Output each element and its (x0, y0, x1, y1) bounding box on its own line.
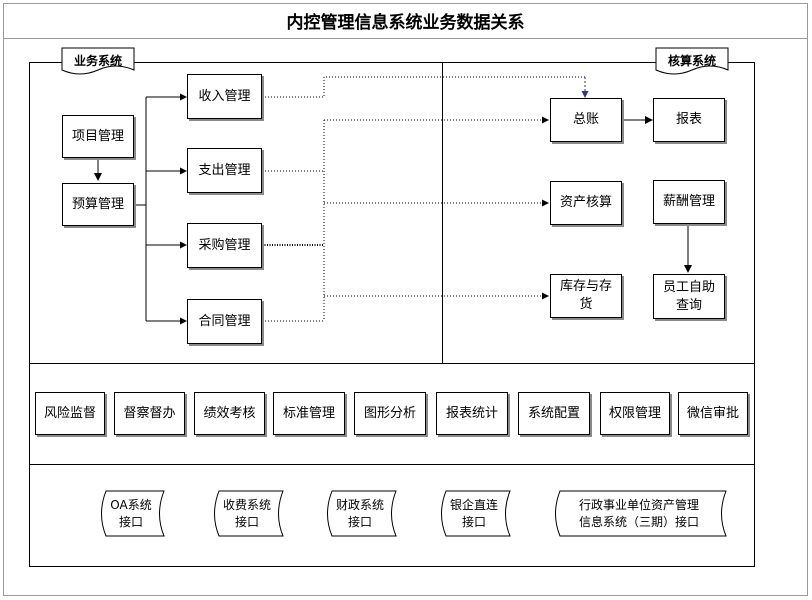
interface-oa[interactable]: OA系统 接口 (96, 490, 166, 538)
diagram-title: 内控管理信息系统业务数据关系 (3, 3, 808, 39)
function-risk-supervision[interactable]: 风险监督 (35, 392, 105, 435)
accounting-system-label: 核算系统 (667, 53, 716, 68)
interface-bank-shape (441, 490, 511, 537)
interface-fee-line2: 接口 (234, 515, 259, 529)
node-budget-management[interactable]: 预算管理 (62, 183, 134, 226)
node-self-service-line2: 查询 (675, 297, 702, 313)
function-system-config[interactable]: 系统配置 (518, 392, 590, 435)
function-performance-review[interactable]: 绩效考核 (194, 392, 265, 435)
function-permission-management[interactable]: 权限管理 (600, 392, 670, 435)
node-report[interactable]: 报表 (653, 98, 725, 142)
node-income-management[interactable]: 收入管理 (187, 74, 262, 119)
node-purchase-management[interactable]: 采购管理 (187, 223, 262, 268)
interface-oa-line1: OA系统 (110, 498, 152, 512)
interface-bank-line1: 银企直连 (449, 498, 498, 512)
node-asset-accounting[interactable]: 资产核算 (550, 181, 622, 225)
dotted-income-top (262, 76, 585, 98)
section-divider (442, 62, 443, 364)
interface-asset-shape (555, 490, 727, 537)
business-system-label: 业务系统 (73, 53, 122, 68)
node-self-service-line1: 员工自助 (662, 279, 715, 295)
interface-asset-line1: 行政事业单位资产管理 (578, 498, 699, 512)
interface-bank-line2: 接口 (461, 515, 486, 529)
interface-finance-line2: 接口 (347, 515, 372, 529)
node-general-ledger[interactable]: 总账 (550, 98, 622, 142)
function-report-statistics[interactable]: 报表统计 (436, 392, 508, 435)
interface-finance-system[interactable]: 财政系统 接口 (322, 490, 398, 538)
function-standard-management[interactable]: 标准管理 (273, 392, 345, 435)
interface-finance-shape (327, 490, 397, 537)
function-inspection-supervision[interactable]: 督察督办 (114, 392, 185, 435)
interface-oa-line2: 接口 (118, 515, 143, 529)
business-tag-shape (61, 47, 135, 75)
function-graphic-analysis[interactable]: 图形分析 (354, 392, 426, 435)
interface-oa-shape (101, 490, 165, 537)
interface-finance-line1: 财政系统 (335, 498, 384, 512)
interface-fee-line1: 收费系统 (222, 498, 271, 512)
node-contract-management[interactable]: 合同管理 (187, 299, 262, 344)
interface-section (29, 464, 755, 567)
node-expense-management[interactable]: 支出管理 (187, 148, 262, 193)
node-salary-management[interactable]: 薪酬管理 (653, 180, 725, 224)
function-wechat-approval[interactable]: 微信审批 (678, 392, 748, 435)
interface-fee-system[interactable]: 收费系统 接口 (209, 490, 285, 538)
node-project-management[interactable]: 项目管理 (62, 115, 134, 158)
node-employee-self-service[interactable]: 员工自助 查询 (653, 274, 725, 319)
node-inventory-line2: 货 (579, 297, 593, 312)
node-inventory[interactable]: 库存与存 货 (550, 274, 622, 318)
interface-fee-shape (214, 490, 284, 537)
accounting-tag-shape (655, 47, 729, 75)
interface-bank-direct[interactable]: 银企直连 接口 (436, 490, 512, 538)
diagram-frame (3, 3, 808, 596)
interface-asset-line2: 信息系统（三期）接口 (578, 515, 699, 529)
interface-asset-management[interactable]: 行政事业单位资产管理 信息系统（三期）接口 (550, 490, 728, 538)
node-inventory-line1: 库存与存 (559, 279, 612, 294)
